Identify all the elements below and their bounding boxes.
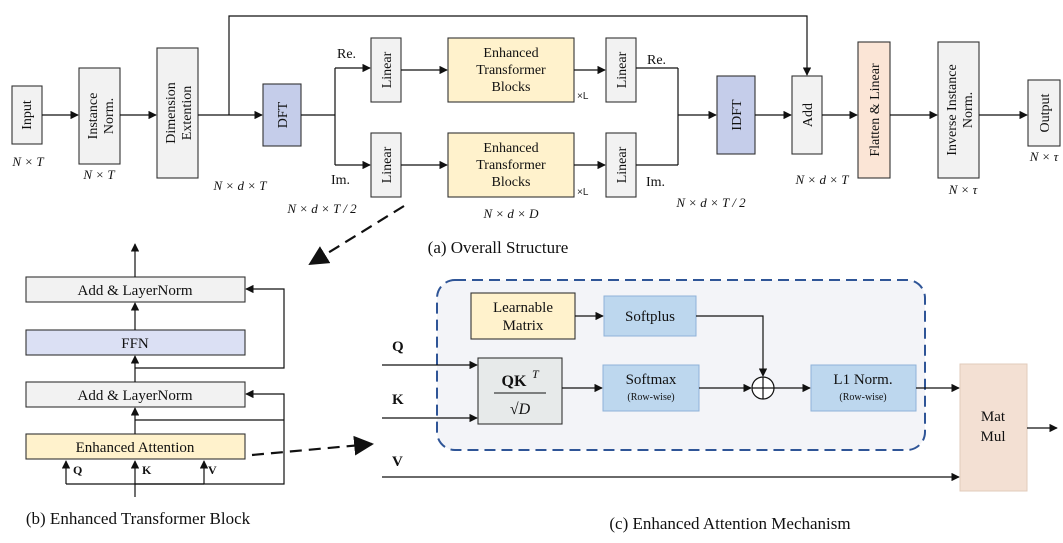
output-box xyxy=(1027,79,1061,147)
dim-input: N × T xyxy=(11,154,44,169)
learnable-matrix-label-1: Learnable xyxy=(493,300,553,316)
add-box xyxy=(791,75,823,155)
etb-im-label-2: Transformer xyxy=(476,158,546,173)
linear-re-left-box xyxy=(370,37,402,103)
etb-im-label-3: Blocks xyxy=(492,175,531,190)
dimension-extention-label-2: Extention xyxy=(180,86,195,140)
flatten-linear-box xyxy=(857,41,891,179)
inverse-norm-box xyxy=(937,41,980,179)
dim-etb: N × d × D xyxy=(482,206,539,221)
linear-re-left-label: Linear xyxy=(380,51,395,88)
overall-structure: Input Instance Norm. Dimension Extention… xyxy=(11,15,1061,257)
re-left-label: Re. xyxy=(337,47,356,62)
dim-idft: N × d × T / 2 xyxy=(675,195,746,210)
etb-re-box xyxy=(447,37,575,103)
k-input-label: K xyxy=(392,392,404,408)
dim-output: N × τ xyxy=(1029,149,1060,164)
im-left-label: Im. xyxy=(331,173,350,188)
q-input-label: Q xyxy=(392,339,404,355)
l1-norm-box xyxy=(810,364,917,412)
dim-invnorm: N × τ xyxy=(948,182,979,197)
linear-im-left-label: Linear xyxy=(380,146,395,183)
ffn-box xyxy=(25,329,246,356)
learnable-matrix-label-2: Matrix xyxy=(503,318,544,334)
output-label: Output xyxy=(1038,93,1053,132)
instance-norm-box xyxy=(78,67,121,165)
dimension-extention-label: Dimension xyxy=(164,82,179,143)
caption-c: (c) Enhanced Attention Mechanism xyxy=(609,514,850,533)
k-label: K xyxy=(142,463,152,477)
caption-b: (b) Enhanced Transformer Block xyxy=(26,509,251,528)
softmax-box xyxy=(602,364,700,412)
residual-skip-line xyxy=(228,15,812,115)
linear-im-right-box xyxy=(605,132,637,198)
etb-re-times-l: ×L xyxy=(577,91,589,102)
input-box xyxy=(11,85,43,145)
linear-re-right-label: Linear xyxy=(615,51,630,88)
learnable-matrix-box xyxy=(470,292,576,340)
qk-superscript: T xyxy=(532,367,540,381)
v-label: V xyxy=(208,463,217,477)
residual-ffn xyxy=(135,284,285,369)
dim-instnorm: N × T xyxy=(82,167,115,182)
arrow-softplus-add xyxy=(696,315,768,377)
add-norm-bottom-box xyxy=(25,381,246,408)
dim-add: N × d × T xyxy=(795,172,850,187)
etb-re-label-1: Enhanced xyxy=(483,46,538,61)
residual-attn-2 xyxy=(135,389,285,485)
enhanced-attention-box xyxy=(25,433,246,460)
v-input-label: V xyxy=(392,454,403,470)
add-norm-bottom-label: Add & LayerNorm xyxy=(78,388,193,404)
ffn-label: FFN xyxy=(121,336,149,352)
dim-dft: N × d × T / 2 xyxy=(286,201,357,216)
add-label: Add xyxy=(801,103,816,127)
softplus-box xyxy=(603,295,697,337)
qk-box xyxy=(477,357,563,425)
add-norm-top-label: Add & LayerNorm xyxy=(78,283,193,299)
etb-im-label-1: Enhanced xyxy=(483,141,538,156)
dashed-pointer-to-mechanism xyxy=(251,435,374,457)
im-right-label: Im. xyxy=(646,175,665,190)
softmax-sublabel: (Row-wise) xyxy=(627,392,674,403)
linear-im-left-box xyxy=(370,132,402,198)
enhanced-attention-mechanism: Learnable Matrix Softplus QK T √D Softma… xyxy=(382,279,1058,533)
matmul-label-2: Mul xyxy=(980,429,1005,445)
dft-label: DFT xyxy=(276,101,291,128)
inverse-norm-label-2: Norm. xyxy=(961,92,976,128)
matmul-label-1: Mat xyxy=(981,409,1006,425)
etb-im-box xyxy=(447,132,575,198)
instance-norm-label: Instance xyxy=(86,93,101,140)
qk-denominator: √D xyxy=(510,401,531,418)
input-label: Input xyxy=(20,100,35,130)
matmul-box xyxy=(959,363,1028,492)
l1-norm-label: L1 Norm. xyxy=(833,372,892,388)
q-label: Q xyxy=(73,463,82,477)
softplus-label: Softplus xyxy=(625,309,675,325)
instance-norm-label-2: Norm. xyxy=(102,98,117,134)
qk-numerator: QK xyxy=(502,373,527,390)
idft-label: IDFT xyxy=(730,99,745,131)
enhanced-attention-label: Enhanced Attention xyxy=(76,440,195,456)
caption-a: (a) Overall Structure xyxy=(428,238,569,257)
re-right-label: Re. xyxy=(647,53,666,68)
dim-dimext: N × d × T xyxy=(213,178,268,193)
linear-im-right-label: Linear xyxy=(615,146,630,183)
etb-re-label-3: Blocks xyxy=(492,80,531,95)
l1-norm-sublabel: (Row-wise) xyxy=(839,392,886,403)
dimension-extention-box xyxy=(156,47,199,179)
enhanced-transformer-block: Add & LayerNorm FFN Add & LayerNorm Enha… xyxy=(25,243,285,528)
softmax-label: Softmax xyxy=(626,372,677,388)
linear-re-right-box xyxy=(605,37,637,103)
inverse-norm-label: Inverse Instance xyxy=(945,64,960,155)
etb-re-label-2: Transformer xyxy=(476,63,546,78)
etb-im-times-l: ×L xyxy=(577,187,589,198)
flatten-linear-label: Flatten & Linear xyxy=(868,63,883,157)
